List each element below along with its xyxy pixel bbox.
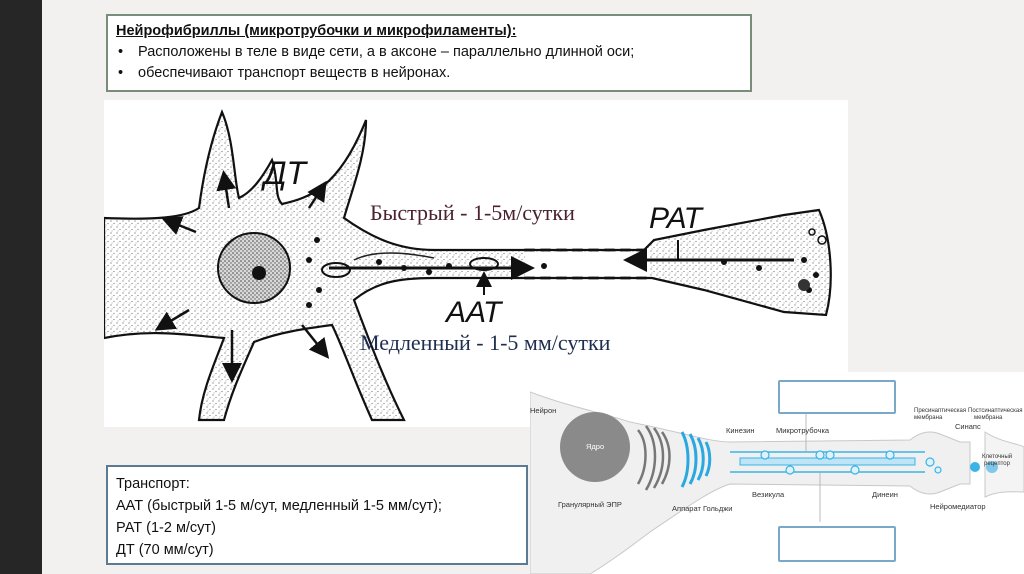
scheme-neuron-body xyxy=(530,391,971,574)
neuron-drawing xyxy=(104,109,832,422)
title-bullet-1: Расположены в теле в виде сети, а в аксо… xyxy=(116,42,742,63)
scheme-label-kinesin: Кинезин xyxy=(726,426,755,435)
scheme-drawing xyxy=(530,391,1024,574)
scheme-er xyxy=(636,425,671,491)
scheme-label-postsynaptic-1: Постсинаптическая xyxy=(968,408,1023,414)
scheme-label-neuron: Нейрон xyxy=(530,406,557,415)
scheme-label-dynein: Динеин xyxy=(872,490,898,499)
label-rat: РАТ xyxy=(649,202,702,235)
transport-scheme: Нейрон Ядро Гранулярный ЭПР Аппарат Голь… xyxy=(530,372,1024,574)
scheme-label-granular-er: Гранулярный ЭПР xyxy=(558,500,622,509)
transport-line-1: Транспорт: xyxy=(116,476,190,492)
transport-box: Транспорт: ААТ (быстрый 1-5 м/сут, медле… xyxy=(106,465,528,565)
scheme-label-presynaptic-2: мембрана xyxy=(914,415,943,421)
scheme-top-box xyxy=(778,380,896,414)
transport-line-4: ДТ (70 мм/сут) xyxy=(116,542,214,558)
nucleolus xyxy=(252,266,266,280)
scheme-label-neurotransmitter: Нейромедиатор xyxy=(930,502,986,511)
scheme-golgi xyxy=(680,431,712,488)
label-slow-transport: Медленный - 1-5 мм/сутки xyxy=(360,330,611,355)
scheme-label-microtubule: Микротрубочка xyxy=(776,426,830,435)
transport-line-2: ААТ (быстрый 1-5 м/сут, медленный 1-5 мм… xyxy=(116,498,442,514)
transport-line-3: РАТ (1-2 м/сут) xyxy=(116,520,216,536)
scheme-nucleus xyxy=(560,412,630,482)
label-dt: ДТ xyxy=(264,155,307,191)
scheme-label-golgi: Аппарат Гольджи xyxy=(672,504,733,513)
label-fast-transport: Быстрый - 1-5м/сутки xyxy=(370,200,575,225)
scheme-label-postsynaptic-2: мембрана xyxy=(974,415,1003,421)
scheme-label-synapse: Синапс xyxy=(955,422,981,431)
scheme-label-vesicle: Везикула xyxy=(752,490,785,499)
label-aat: ААТ xyxy=(446,296,502,329)
scheme-label-receptor-1: Клеточный xyxy=(982,454,1013,460)
title-box: Нейрофибриллы (микротрубочки и микрофила… xyxy=(106,14,752,92)
nucleus xyxy=(217,232,291,304)
scheme-label-presynaptic-1: Пресинаптическая xyxy=(914,408,967,414)
neuron-diagram: ДТ Быстрый - 1-5м/сутки РАТ ААТ Медленны… xyxy=(104,100,848,427)
scheme-bottom-box xyxy=(778,526,896,562)
title-heading: Нейрофибриллы (микротрубочки и микрофила… xyxy=(116,23,517,39)
left-dark-bar xyxy=(0,0,42,574)
title-bullet-2: обеспечивают транспорт веществ в нейрона… xyxy=(116,63,742,84)
scheme-label-receptor-2: рецептор xyxy=(984,461,1010,467)
scheme-label-nucleus: Ядро xyxy=(586,442,605,451)
